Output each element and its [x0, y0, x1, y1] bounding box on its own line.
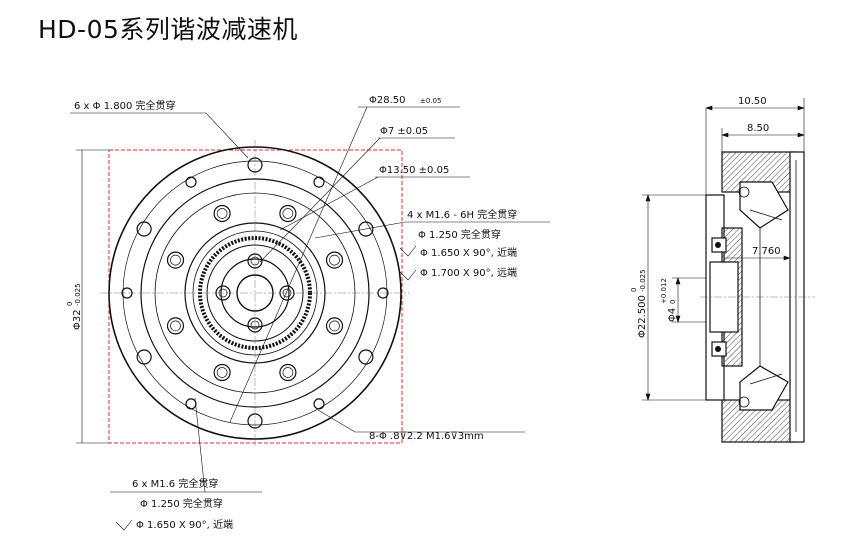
inner-threaded-holes	[215, 253, 295, 333]
outer-diameter-tol-upper: 0	[66, 302, 74, 306]
inner-hole	[247, 253, 263, 269]
front-view	[100, 140, 410, 446]
mid-hole	[282, 208, 294, 219]
mid-hole	[216, 208, 228, 219]
diameter-4-tol-lower: 0	[669, 300, 677, 304]
outer-diameter-label: Φ32	[72, 309, 83, 330]
drawing-title: HD-05系列谐波减速机	[38, 15, 298, 44]
mid-hole	[166, 251, 185, 269]
diameter-22-5-tol-upper: 0	[630, 288, 638, 292]
bolt-circle-label: Φ28.50	[369, 95, 406, 106]
inner-hole	[282, 288, 292, 298]
mid-hole	[329, 320, 340, 332]
inner-hole	[250, 320, 260, 330]
mid-hole	[325, 251, 344, 269]
mid-hole	[279, 363, 297, 382]
outer-hole-small	[377, 287, 389, 299]
csk-near-label: Φ 1.650 X 90°, 近端	[420, 246, 517, 259]
side-view	[642, 98, 815, 443]
mid-hole	[325, 317, 344, 335]
diameter-4-label: Φ4	[667, 308, 678, 322]
outer-hole	[358, 349, 374, 365]
mid-hole	[216, 367, 228, 378]
mid-hole	[170, 320, 181, 332]
outer-hole-small	[121, 287, 133, 299]
outer-hole-small	[313, 176, 325, 188]
outer-hole-small	[185, 176, 197, 188]
outer-hole	[247, 413, 263, 429]
holes-8x-label: 8-Φ .8⊽2.2 M1.6⊽3mm	[369, 431, 484, 442]
outer-hole	[136, 221, 152, 237]
outer-through-holes	[121, 157, 389, 429]
inner-hole	[218, 288, 228, 298]
inner-circle-label: Φ13.50 ±0.05	[379, 165, 449, 176]
mid-hole	[170, 254, 181, 266]
diameter-4-tol-upper: +0.012	[660, 278, 668, 304]
mid-hole	[279, 204, 297, 223]
inner-hole	[247, 317, 263, 333]
total-width-label: 10.50	[738, 96, 767, 107]
bore-label: Φ7 ±0.05	[380, 126, 428, 137]
inner-depth-label: 7.760	[752, 246, 781, 257]
mid-hole	[329, 254, 340, 266]
mid-hole	[213, 204, 231, 223]
diameter-22-5-label: Φ22.500	[637, 295, 648, 338]
envelope-rectangle	[108, 149, 403, 444]
thread-4x-label: 4 x M1.6 - 6H 完全贯穿	[407, 208, 517, 221]
outer-hole-small	[185, 398, 197, 410]
csk-far-label: Φ 1.700 X 90°, 远端	[420, 266, 517, 279]
outer-hole-small	[313, 398, 325, 410]
thread-6x-drill-label: Φ 1.250 完全贯穿	[140, 497, 223, 510]
flange-width-label: 8.50	[747, 123, 769, 134]
thread-6x-label: 6 x M1.6 完全贯穿	[132, 477, 218, 490]
outer-hole	[247, 157, 263, 173]
thread-6x-csk-label: Φ 1.650 X 90°, 近端	[136, 518, 233, 531]
mid-hole	[213, 363, 231, 382]
inner-hole	[250, 256, 260, 266]
mid-hole	[282, 367, 294, 378]
outer-hole	[136, 349, 152, 365]
mid-mounting-holes	[166, 204, 344, 382]
mid-hole	[166, 317, 185, 335]
thread-4x-drill-label: Φ 1.250 完全贯穿	[418, 228, 501, 241]
inner-hole	[279, 285, 295, 301]
diameter-22-5-tol-lower: -0.025	[639, 269, 647, 292]
outer-hole	[358, 221, 374, 237]
through-holes-outer-label: 6 x Φ 1.800 完全贯穿	[74, 99, 176, 112]
bolt-circle-tolerance: ±0.05	[420, 97, 441, 105]
outer-diameter-tol-lower: -0.025	[74, 283, 82, 306]
inner-hole	[215, 285, 231, 301]
